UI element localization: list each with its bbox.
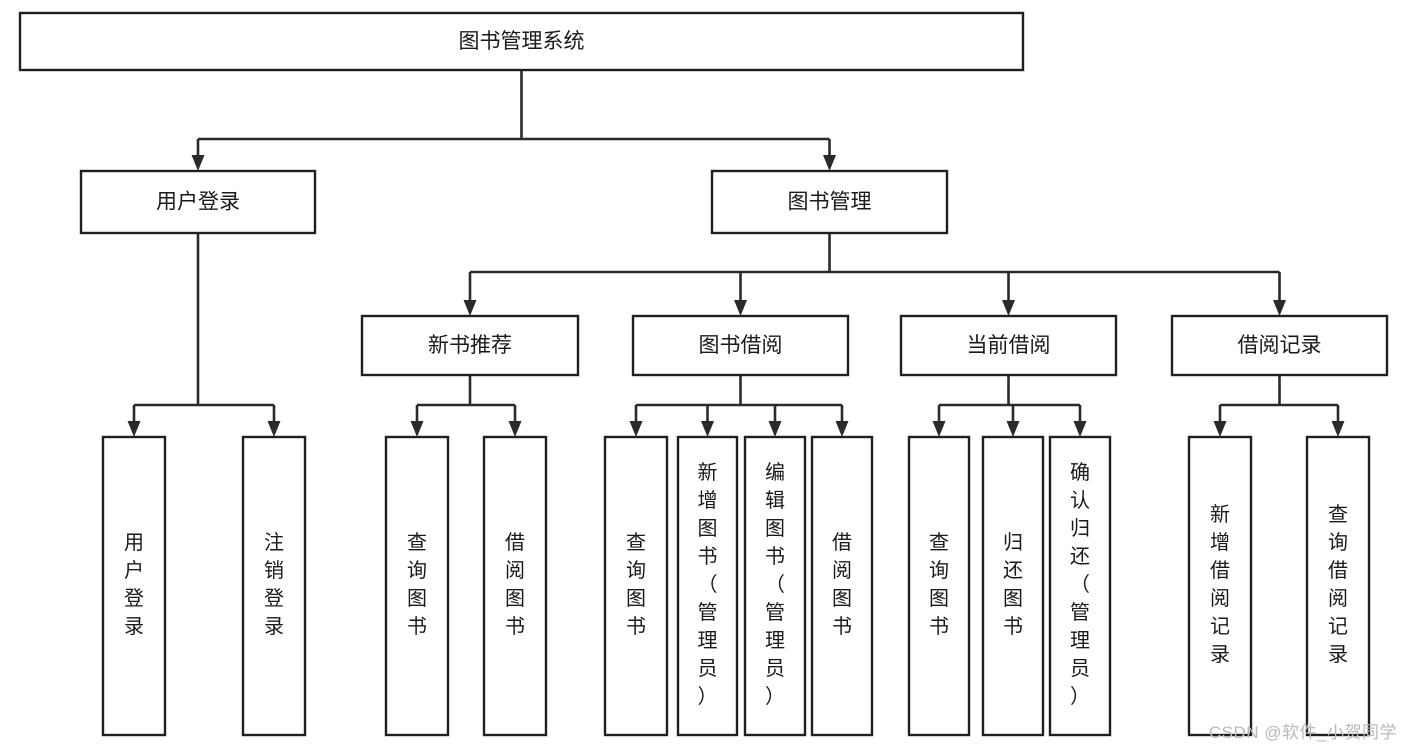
- node-box[interactable]: [907, 435, 971, 737]
- node-label: 查询图书: [929, 531, 949, 638]
- node-label: 归还图书: [1003, 531, 1023, 638]
- node-leaf-user-login[interactable]: 用户登录: [101, 435, 167, 737]
- node-box[interactable]: [79, 169, 317, 235]
- node-label: 查询图书: [626, 531, 646, 638]
- node-box[interactable]: [1305, 435, 1371, 737]
- edge-arrowhead: [932, 421, 946, 437]
- node-label: 借阅图书: [505, 531, 525, 638]
- node-label: 借阅图书: [832, 531, 852, 638]
- node-new-book-rec[interactable]: 新书推荐: [360, 314, 580, 377]
- node-leaf-query-book-1[interactable]: 查询图书: [384, 435, 450, 737]
- node-box[interactable]: [1048, 435, 1112, 737]
- edge-arrowhead: [835, 421, 849, 437]
- node-label: 编辑图书（管理员）: [765, 461, 785, 708]
- node-layer: 图书管理系统用户登录图书管理新书推荐图书借阅当前借阅借阅记录用户登录注销登录查询…: [18, 11, 1389, 737]
- node-box[interactable]: [981, 435, 1045, 737]
- edge-group-root: [191, 70, 836, 171]
- node-box[interactable]: [241, 435, 307, 737]
- edge-arrowhead: [701, 421, 714, 437]
- edge-group-book-manage: [463, 233, 1286, 316]
- edge-group-current-borrow: [932, 375, 1087, 437]
- edge-group-book-borrow: [629, 375, 849, 437]
- node-leaf-query-record[interactable]: 查询借阅记录: [1305, 435, 1371, 737]
- edge-arrowhead: [1331, 421, 1345, 437]
- node-label: 新增借阅记录: [1210, 503, 1230, 666]
- edge-arrowhead: [410, 421, 424, 437]
- edge-arrowhead: [1273, 300, 1286, 316]
- edge-group-new-book-rec: [410, 375, 522, 437]
- edge-arrowhead: [1002, 300, 1015, 316]
- node-label: 查询借阅记录: [1328, 503, 1348, 666]
- node-label: 借阅记录: [1238, 334, 1322, 357]
- edge-arrowhead: [463, 300, 477, 316]
- node-leaf-query-book-3[interactable]: 查询图书: [907, 435, 971, 737]
- node-label: 注销登录: [264, 531, 284, 638]
- node-label: 确认归还（管理员）: [1070, 461, 1090, 708]
- node-leaf-query-book-2[interactable]: 查询图书: [603, 435, 669, 737]
- node-box[interactable]: [899, 314, 1118, 377]
- node-label: 新增图书（管理员）: [698, 461, 718, 708]
- node-root[interactable]: 图书管理系统: [18, 11, 1025, 72]
- node-box[interactable]: [18, 11, 1025, 72]
- node-box[interactable]: [603, 435, 669, 737]
- edge-arrowhead: [1073, 421, 1087, 437]
- node-label: 用户登录: [124, 532, 144, 638]
- node-leaf-borrow-book-1[interactable]: 借阅图书: [482, 435, 548, 737]
- node-box[interactable]: [631, 314, 850, 377]
- node-box[interactable]: [810, 435, 874, 737]
- node-leaf-logout[interactable]: 注销登录: [241, 435, 307, 737]
- node-label: 当前借阅: [967, 334, 1051, 357]
- node-box[interactable]: [676, 435, 739, 737]
- node-leaf-edit-book[interactable]: 编辑图书（管理员）: [743, 435, 807, 737]
- node-borrow-record[interactable]: 借阅记录: [1170, 314, 1389, 377]
- edge-arrowhead: [267, 421, 281, 437]
- node-box[interactable]: [101, 435, 167, 737]
- node-box[interactable]: [482, 435, 548, 737]
- node-box[interactable]: [743, 435, 807, 737]
- edge-arrowhead: [127, 421, 141, 437]
- node-label: 新书推荐: [428, 334, 512, 357]
- node-label: 查询图书: [407, 531, 427, 638]
- node-box[interactable]: [384, 435, 450, 737]
- node-box[interactable]: [710, 169, 949, 235]
- node-leaf-return-book[interactable]: 归还图书: [981, 435, 1045, 737]
- node-label: 图书借阅: [699, 334, 783, 357]
- edge-arrowhead: [508, 421, 522, 437]
- csdn-watermark: CSDN @软件_小贺同学: [1208, 723, 1397, 742]
- node-book-manage[interactable]: 图书管理: [710, 169, 949, 235]
- node-current-borrow[interactable]: 当前借阅: [899, 314, 1118, 377]
- node-leaf-borrow-book-2[interactable]: 借阅图书: [810, 435, 874, 737]
- node-label: 图书管理: [788, 191, 872, 214]
- node-leaf-confirm-return[interactable]: 确认归还（管理员）: [1048, 435, 1112, 737]
- edge-arrowhead: [629, 421, 643, 437]
- node-leaf-add-book[interactable]: 新增图书（管理员）: [676, 435, 739, 737]
- node-leaf-add-record[interactable]: 新增借阅记录: [1187, 435, 1253, 737]
- edge-arrowhead: [823, 155, 836, 171]
- edge-arrowhead: [734, 300, 747, 316]
- node-user-login[interactable]: 用户登录: [79, 169, 317, 235]
- edge-group-user-login: [127, 233, 281, 437]
- edge-arrowhead: [1213, 421, 1227, 437]
- node-box[interactable]: [360, 314, 580, 377]
- edge-arrowhead: [1006, 421, 1020, 437]
- edge-arrowhead: [191, 155, 205, 171]
- edge-arrowhead: [768, 421, 782, 437]
- node-box[interactable]: [1170, 314, 1389, 377]
- node-box[interactable]: [1187, 435, 1253, 737]
- connector-layer: [127, 70, 1345, 437]
- node-label: 图书管理系统: [459, 30, 585, 53]
- node-label: 用户登录: [156, 191, 240, 214]
- node-book-borrow[interactable]: 图书借阅: [631, 314, 850, 377]
- edge-group-borrow-record: [1213, 375, 1345, 437]
